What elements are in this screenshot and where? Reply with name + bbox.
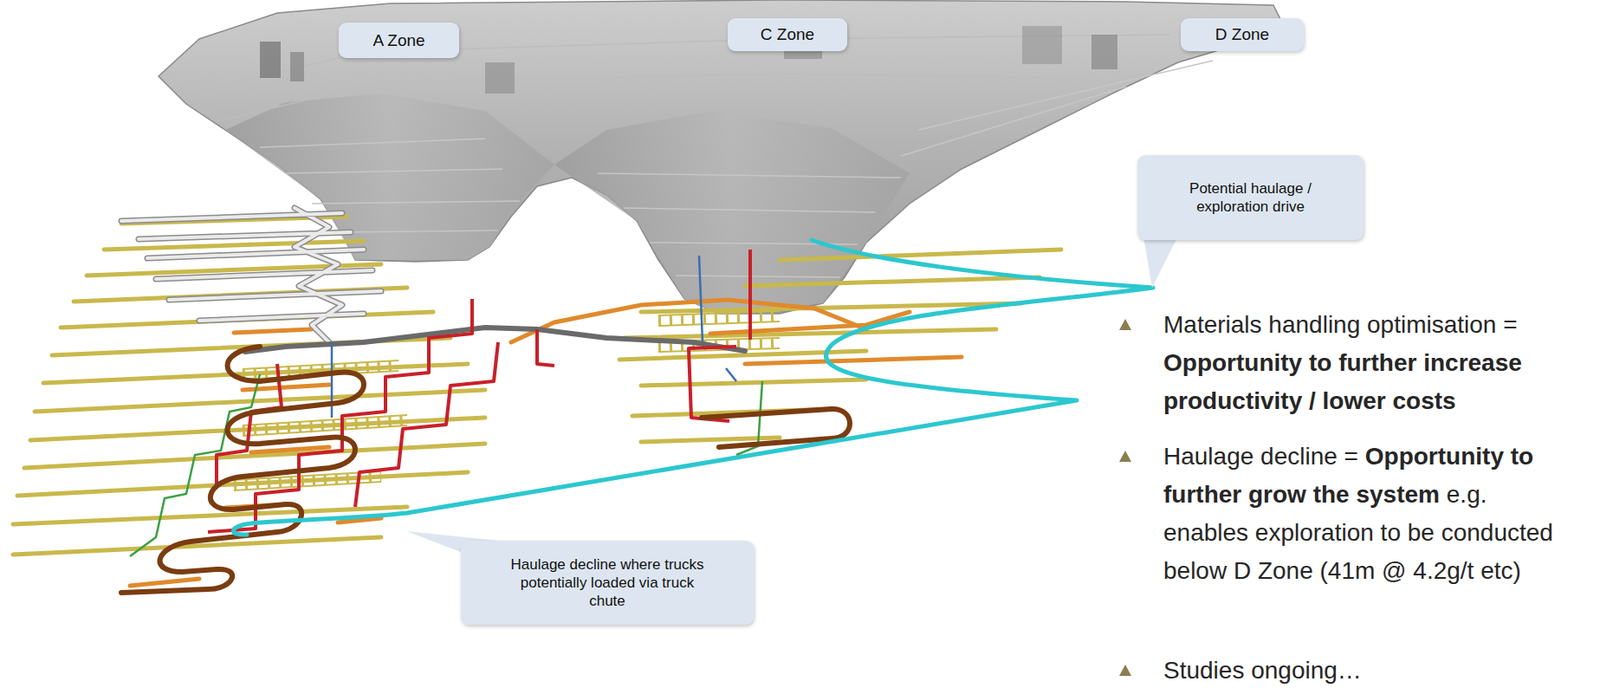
word-gap bbox=[1358, 463, 1366, 465]
callout-box: Haulage decline where trucks potentially… bbox=[460, 540, 754, 625]
existing-drive bbox=[121, 207, 382, 343]
shaft bbox=[699, 255, 703, 343]
vent-raise bbox=[748, 249, 752, 340]
escapeway bbox=[129, 374, 260, 557]
level-drive bbox=[779, 249, 1062, 260]
zone-label: C Zone bbox=[727, 18, 848, 52]
pit-facet bbox=[259, 41, 281, 78]
word-gap bbox=[1439, 501, 1447, 503]
bullet-triangle bbox=[1119, 664, 1132, 676]
level-drive bbox=[641, 379, 867, 386]
node-text: C Zone bbox=[760, 24, 815, 46]
level-drive bbox=[24, 443, 486, 468]
existing-workings bbox=[121, 207, 382, 343]
pit-bench bbox=[259, 60, 1213, 278]
pit-bench bbox=[181, 34, 1170, 122]
zone-label: D Zone bbox=[1180, 18, 1304, 52]
bullet-triangle bbox=[1119, 450, 1132, 462]
shaft bbox=[725, 368, 737, 382]
bullet-triangle bbox=[1119, 318, 1132, 331]
bullet-text: Haulage decline = bbox=[1163, 442, 1359, 470]
pit-facet bbox=[290, 51, 305, 82]
vent-raise bbox=[355, 342, 499, 507]
bullet-text: Opportunity to further increase producti… bbox=[1163, 349, 1523, 415]
pit-facet bbox=[1022, 25, 1063, 65]
vent-raises bbox=[207, 249, 751, 532]
existing-drive bbox=[121, 207, 382, 343]
bullet-triangle bbox=[1119, 318, 1132, 331]
bullet-point: Studies ongoing… bbox=[1163, 651, 1571, 688]
shaft bbox=[330, 342, 334, 418]
decline bbox=[121, 346, 364, 593]
connecting-drive bbox=[245, 327, 745, 352]
haulage-decline bbox=[233, 239, 1154, 535]
bullet-triangle bbox=[1119, 450, 1132, 462]
access-drive bbox=[511, 299, 867, 343]
node-text: A Zone bbox=[372, 30, 425, 52]
node-text: Potential haulage / exploration drive bbox=[1153, 179, 1348, 217]
node-text: Haulage decline where trucks potentially… bbox=[505, 555, 709, 611]
access-drive bbox=[744, 356, 962, 364]
bullet-text: Materials handling optimisation = bbox=[1163, 310, 1518, 338]
bullet-point: Haulage decline =Opportunity to further … bbox=[1163, 437, 1571, 590]
bullet-triangle bbox=[1119, 664, 1132, 676]
vent-raise bbox=[537, 329, 555, 366]
bullet-text: Studies ongoing… bbox=[1163, 656, 1362, 684]
level-drive bbox=[623, 329, 997, 338]
zone-label: A Zone bbox=[338, 22, 460, 59]
bullet-point: Materials handling optimisation = Opportu… bbox=[1163, 305, 1571, 421]
pit-facet bbox=[485, 62, 515, 94]
level-drive bbox=[34, 389, 486, 412]
level-drive bbox=[744, 277, 1040, 286]
word-gap bbox=[1517, 331, 1525, 333]
shafts bbox=[331, 255, 737, 418]
escapeways bbox=[129, 374, 763, 557]
vent-raise bbox=[688, 346, 737, 422]
stope-ladder bbox=[233, 316, 780, 486]
node-text: D Zone bbox=[1215, 24, 1270, 46]
callout-box: Potential haulage / exploration drive bbox=[1137, 155, 1364, 240]
pit-facet bbox=[1091, 34, 1118, 70]
